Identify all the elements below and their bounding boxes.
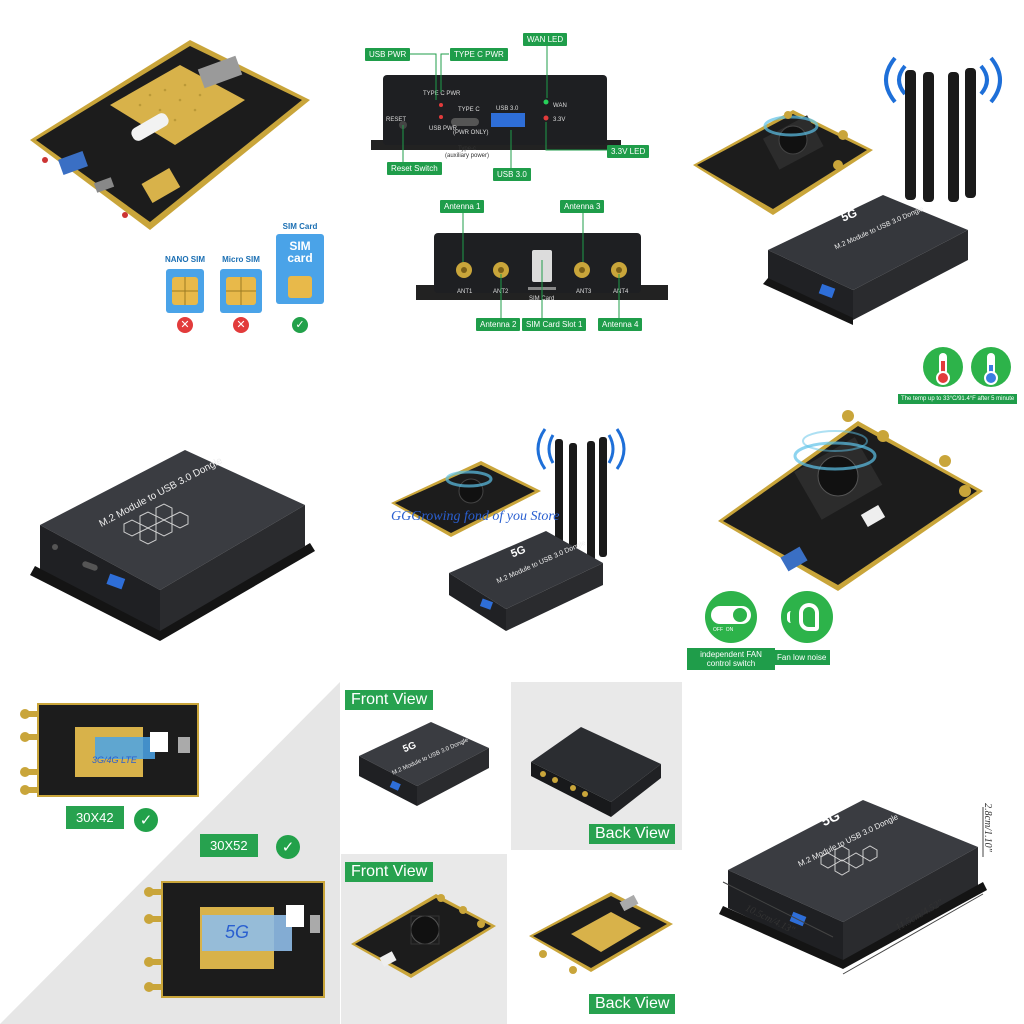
- thermometer-hot-icon: [923, 347, 963, 387]
- fan-noise-label: Fan low noise: [773, 650, 831, 665]
- panel-dimensions: 5G M.2 Module to USB 3.0 Dongle 10.5cm/4…: [683, 682, 1024, 1024]
- panel-views: 5G M.2 Module to USB 3.0 Dongle Front Vi…: [341, 682, 682, 1024]
- front-view-tag-top: Front View: [345, 690, 434, 710]
- callout-type-c-pwr: TYPE C PWR: [450, 48, 508, 61]
- wifi-waves-left-icon: [884, 56, 907, 104]
- nano-sim-label: NANO SIM: [165, 255, 205, 264]
- wifi-waves-center-icon: [391, 428, 626, 631]
- fan-switch-icon: OFF ON: [705, 591, 757, 643]
- front-pwr-only-label: (PWR ONLY): [453, 130, 489, 136]
- callout-antenna3: Antenna 3: [560, 200, 605, 213]
- front-reset-label: RESET: [386, 117, 407, 123]
- callout-sim-slot: SIM Card Slot 1: [522, 318, 587, 331]
- panel-module-sizes: 3G/4G LTE 30X42 ✓ 30X52 ✓ 5G: [0, 682, 340, 1024]
- micro-sim-icon: [220, 269, 262, 313]
- sim-card-accept-icon: ✓: [292, 317, 308, 333]
- callout-antenna4: Antenna 4: [598, 318, 643, 331]
- callout-wan-led: WAN LED: [523, 33, 568, 46]
- callout-33v-led: 3.3V LED: [607, 145, 650, 158]
- sim-card-label: SIM Card: [282, 222, 318, 231]
- panel-fan-features: The temp up to 33°C/91.4°F after 5 minut…: [683, 341, 1024, 681]
- size-30x52-check-icon: ✓: [276, 835, 300, 859]
- back-view-pcb-image: [529, 892, 673, 974]
- enclosure-large-image: [30, 450, 315, 641]
- antennas-image: [905, 68, 976, 202]
- nano-sim-icon: [166, 269, 204, 313]
- wifi-waves-right-icon: [979, 56, 1002, 104]
- pcb-with-fan-image: [693, 110, 873, 215]
- callout-usb30: USB 3.0: [493, 168, 531, 181]
- typec-aux-note: Type-c (auxiliary power): [445, 146, 490, 159]
- module-bottom-label: 5G: [225, 922, 250, 942]
- front-view-enclosure-image: [359, 722, 489, 806]
- front-33v-label: 3.3V: [553, 117, 566, 123]
- fan-noise-icon: [781, 591, 833, 643]
- front-view-pcb-image: [351, 894, 496, 978]
- callout-antenna2: Antenna 2: [476, 318, 521, 331]
- front-usb30-label: USB 3.0: [496, 106, 519, 112]
- sim-type-standard: SIM Card SIM card ✓: [272, 222, 328, 337]
- pcb-board-image: [30, 40, 310, 230]
- size-tag-30x42: 30X42: [66, 806, 124, 829]
- size-30x42-check-icon: ✓: [134, 808, 158, 832]
- front-callout-lines: [402, 46, 609, 168]
- dimension-enclosure-image: [719, 800, 987, 975]
- temp-note: The temp up to 33°C/91.4°F after 5 minut…: [898, 394, 1018, 404]
- dim-height: 2.8cm/1.10": [981, 803, 993, 852]
- panel-pcb-sim: NANO SIM ✕ Micro SIM ✕ SIM Card SIM card…: [0, 0, 340, 340]
- micro-sim-label: Micro SIM: [222, 255, 260, 264]
- front-usb-pwr-label: USB PWR: [429, 126, 458, 132]
- sim-type-micro: Micro SIM ✕: [214, 255, 268, 335]
- sim-type-nano: NANO SIM ✕: [158, 255, 212, 335]
- front-wan-label: WAN: [553, 103, 567, 109]
- panel-device-antennas-1: 5G M.2 Module to USB 3.0 Dongle: [683, 0, 1024, 340]
- module-top-label: 3G/4G LTE: [92, 755, 137, 765]
- back-view-tag-bottom: Back View: [589, 994, 676, 1014]
- nano-sim-reject-icon: ✕: [177, 317, 193, 333]
- store-watermark: GGGrowing fond of you Store: [391, 509, 560, 524]
- sim-card-text: SIM card: [287, 239, 315, 265]
- panel-device-antennas-2: 5G M.2 Module to USB 3.0 Dongle GGGrowin…: [341, 341, 682, 681]
- back-view-tag-top: Back View: [589, 824, 676, 844]
- size-tag-30x52: 30X52: [200, 834, 258, 857]
- fan-switch-label: independent FAN control switch: [687, 648, 775, 670]
- back-view-enclosure-image: [531, 727, 661, 817]
- pcb-fan-closeup-image: [718, 410, 983, 591]
- front-typec-label: TYPE C: [458, 107, 480, 113]
- front-plate-image: [371, 75, 621, 150]
- callout-usb-pwr: USB PWR: [365, 48, 411, 61]
- toggle-off-on-text: OFF ON: [713, 627, 734, 633]
- panel-ports-diagram: RESET TYPE C PWR USB PWR TYPE C (PWR ONL…: [341, 0, 682, 340]
- panel-enclosure-front: 5G M.2 Module to USB 3.0 Dongle: [0, 341, 340, 681]
- callout-reset-switch: Reset Switch: [387, 162, 442, 175]
- back-ant1-label: ANT1: [457, 289, 473, 295]
- pcb-30x42-image: [20, 703, 199, 797]
- sim-card-icon: SIM card: [276, 234, 324, 304]
- front-view-tag-bottom: Front View: [345, 862, 434, 882]
- enclosure-image: [763, 195, 968, 325]
- back-callout-lines: [462, 212, 620, 320]
- micro-sim-reject-icon: ✕: [233, 317, 249, 333]
- pcb-30x52-image: [144, 881, 325, 998]
- thermometer-cold-icon: [971, 347, 1011, 387]
- back-ant3-label: ANT3: [576, 289, 592, 295]
- callout-antenna1: Antenna 1: [440, 200, 485, 213]
- front-typec-pwr-label: TYPE C PWR: [423, 91, 461, 97]
- back-ant4-label: ANT4: [613, 289, 629, 295]
